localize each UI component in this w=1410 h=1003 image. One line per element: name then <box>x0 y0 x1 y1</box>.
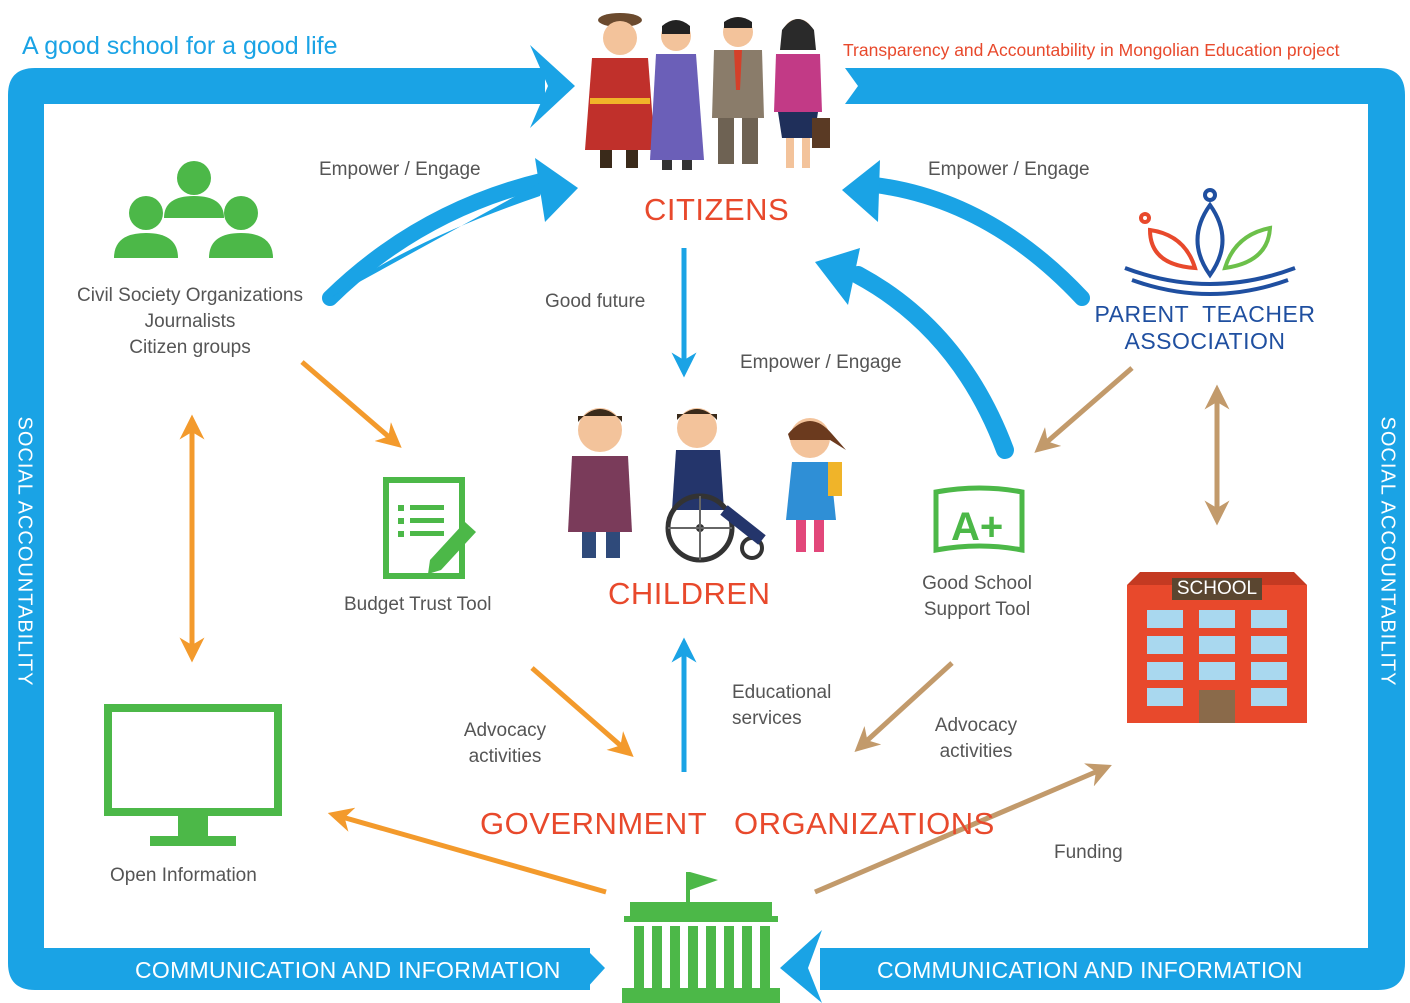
empower-engage-right-label: Empower / Engage <box>928 159 1090 180</box>
school-sign-label: SCHOOL <box>1176 578 1258 599</box>
pta-line-1: PARENT TEACHER <box>1094 301 1316 327</box>
advocacy-activities-left-label: Advocacy activities <box>445 718 565 770</box>
advocacy-left-arrow <box>530 666 634 757</box>
empower-engage-left-label: Empower / Engage <box>319 159 481 180</box>
gsst-line-2: Support Tool <box>923 599 1031 620</box>
adv-right-line-2: activities <box>939 741 1013 762</box>
cso-line-3: Citizen groups <box>129 337 251 358</box>
adv-left-line-1: Advocacy <box>463 720 547 741</box>
good-school-support-tool-icon: A+ <box>933 485 1025 554</box>
advocacy-activities-right-label: Advocacy activities <box>916 713 1036 765</box>
cso-to-budget-arrow <box>300 360 402 448</box>
pta-logo-icon <box>1124 188 1296 296</box>
cso-label: Civil Society Organizations Journalists … <box>40 283 340 361</box>
tagline: A good school for a good life <box>22 32 338 60</box>
social-accountability-left-label: SOCIAL ACCOUNTABILITY <box>13 416 36 687</box>
budget-trust-tool-icon <box>383 477 476 579</box>
empower-engage-middle-label: Empower / Engage <box>740 352 902 373</box>
communication-info-right-label: COMMUNICATION AND INFORMATION <box>877 957 1303 983</box>
government-organizations-label: GOVERNMENT ORGANIZATIONS <box>480 806 995 841</box>
citizens-illustration <box>585 13 830 170</box>
accountability-frame <box>8 45 1405 1003</box>
open-information-label: Open Information <box>110 865 257 886</box>
funding-label: Funding <box>1054 842 1123 863</box>
communication-info-left-label: COMMUNICATION AND INFORMATION <box>135 957 561 983</box>
gsst-line-1: Good School <box>922 573 1032 594</box>
pta-line-2: ASSOCIATION <box>1124 328 1286 354</box>
school-building-icon <box>1127 572 1307 723</box>
social-accountability-right-label: SOCIAL ACCOUNTABILITY <box>1376 416 1399 687</box>
svg-text:A+: A+ <box>951 505 1003 549</box>
gov-to-open-info-arrow <box>327 807 607 895</box>
cso-line-2: Journalists <box>144 311 236 332</box>
pta-label: PARENT TEACHER ASSOCIATION <box>1085 301 1325 355</box>
government-building-icon <box>622 872 780 1003</box>
pta-to-gsst-arrow <box>1034 366 1134 453</box>
advocacy-right-arrow <box>854 661 954 753</box>
children-label: CHILDREN <box>608 576 771 611</box>
funding-arrow <box>814 763 1112 895</box>
monitor-icon <box>104 704 282 846</box>
citizens-label: CITIZENS <box>644 192 790 227</box>
good-school-support-tool-label: Good School Support Tool <box>897 571 1057 623</box>
empower-arrow-right <box>842 160 1090 306</box>
educational-services-label: Educational services <box>732 680 831 732</box>
adv-left-line-2: activities <box>468 746 542 767</box>
empower-arrow-left <box>322 158 578 306</box>
edu-line-2: services <box>732 708 802 729</box>
people-group-icon <box>114 161 273 258</box>
budget-trust-tool-label: Budget Trust Tool <box>344 594 492 615</box>
project-title: Transparency and Accountability in Mongo… <box>843 40 1340 60</box>
children-illustration <box>568 408 846 563</box>
adv-right-line-1: Advocacy <box>934 715 1018 736</box>
good-future-label: Good future <box>545 291 646 312</box>
cso-line-1: Civil Society Organizations <box>77 285 303 306</box>
edu-line-1: Educational <box>732 682 832 703</box>
empower-arrow-middle <box>815 248 1014 459</box>
